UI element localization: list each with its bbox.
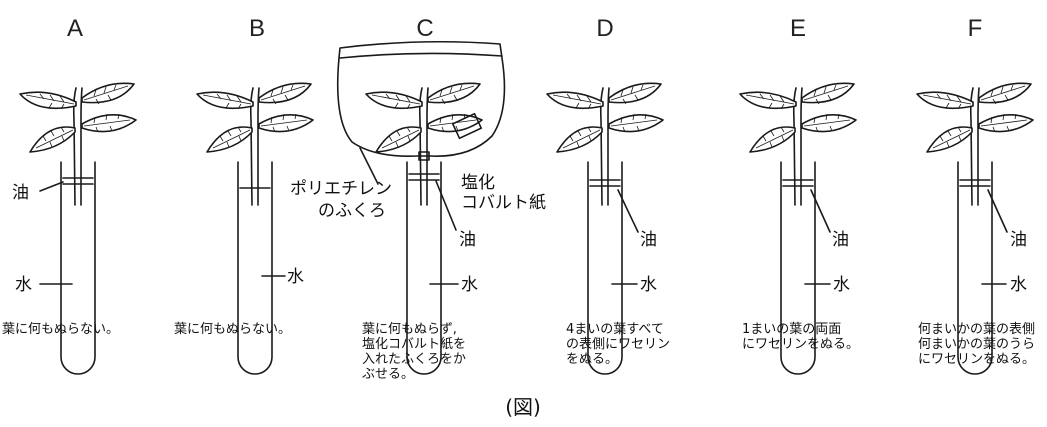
column-letter-b: B: [249, 15, 265, 42]
caption-e-line-1: 1まいの葉の両面: [742, 322, 841, 337]
setup-d: 油 水 4まいの葉すべて の表側にワセリン をぬる。: [546, 82, 670, 375]
oil-pointer-a: [39, 181, 64, 192]
caption-c-line-1: 葉に何もぬらず,: [362, 321, 457, 337]
oil-pointer-e: [810, 189, 831, 233]
setup-c: ポリエチレン のふくろ 塩化 コバルト紙 油 水 葉に何もぬらず, 塩化コバルト…: [290, 40, 546, 382]
caption-f-line-2: 何まいかの葉のうら: [918, 336, 1035, 352]
plant-a: [19, 82, 137, 206]
caption-d-line-1: 4まいの葉すべて: [566, 322, 664, 337]
caption-f-line-3: にワセリンをぬる。: [918, 352, 1035, 367]
setup-f: 油 水 何まいかの葉の表側 何まいかの葉のうら にワセリンをぬる。: [916, 82, 1035, 375]
column-letter-e: E: [790, 15, 806, 42]
cobalt-label-line-2: コバルト紙: [461, 193, 546, 213]
bag-label-line-1: ポリエチレン: [290, 179, 392, 199]
oil-label-c: 油: [459, 230, 476, 250]
water-label-d: 水: [640, 275, 657, 295]
oil-pointer-d: [617, 189, 639, 233]
bag-pointer: [359, 147, 379, 185]
column-letter-d: D: [596, 15, 613, 42]
bag-label-line-2: のふくろ: [318, 201, 386, 221]
oil-pointer-f: [987, 189, 1008, 233]
bag-tie: [418, 151, 430, 161]
figure-caption: (図): [505, 395, 541, 419]
oil-label-d: 油: [640, 230, 657, 250]
setup-a: 油 水 葉に何もぬらない。: [2, 82, 137, 375]
caption-f-line-1: 何まいかの葉の表側: [918, 321, 1035, 337]
cobalt-label-line-1: 塩化: [461, 173, 495, 193]
caption-d-line-2: の表側にワセリン: [566, 337, 670, 352]
caption-d-line-3: をぬる。: [566, 352, 618, 367]
water-label-f: 水: [1010, 275, 1027, 295]
column-letter-a: A: [67, 15, 83, 42]
setup-b: 水 葉に何もぬらない。: [174, 82, 314, 375]
caption-c-line-4: ぶせる。: [362, 367, 414, 382]
caption-a-line-1: 葉に何もぬらない。: [2, 321, 119, 337]
column-letter-f: F: [968, 15, 983, 42]
bag-opening-fold: [339, 52, 503, 59]
caption-b-line-1: 葉に何もぬらない。: [174, 321, 291, 337]
polyethylene-bag: [336, 40, 506, 158]
caption-e-line-2: にワセリンをぬる。: [742, 337, 859, 352]
oil-label-a: 油: [12, 183, 29, 203]
oil-pointer-c: [435, 180, 457, 231]
test-tube-b: [237, 161, 273, 375]
water-label-c: 水: [461, 275, 478, 295]
oil-label-f: 油: [1010, 230, 1027, 250]
column-letter-c: C: [416, 15, 433, 42]
water-label-a: 水: [15, 275, 32, 295]
caption-c-line-2: 塩化コバルト紙を: [362, 337, 466, 352]
oil-label-e: 油: [832, 230, 849, 250]
cobalt-chloride-paper: [451, 112, 483, 140]
setup-e: 油 水 1まいの葉の両面 にワセリンをぬる。: [739, 82, 859, 375]
water-label-b: 水: [287, 267, 304, 287]
caption-c-line-3: 入れたふくろをか: [362, 352, 466, 367]
test-tube-a: [60, 161, 96, 375]
water-label-e: 水: [833, 275, 850, 295]
